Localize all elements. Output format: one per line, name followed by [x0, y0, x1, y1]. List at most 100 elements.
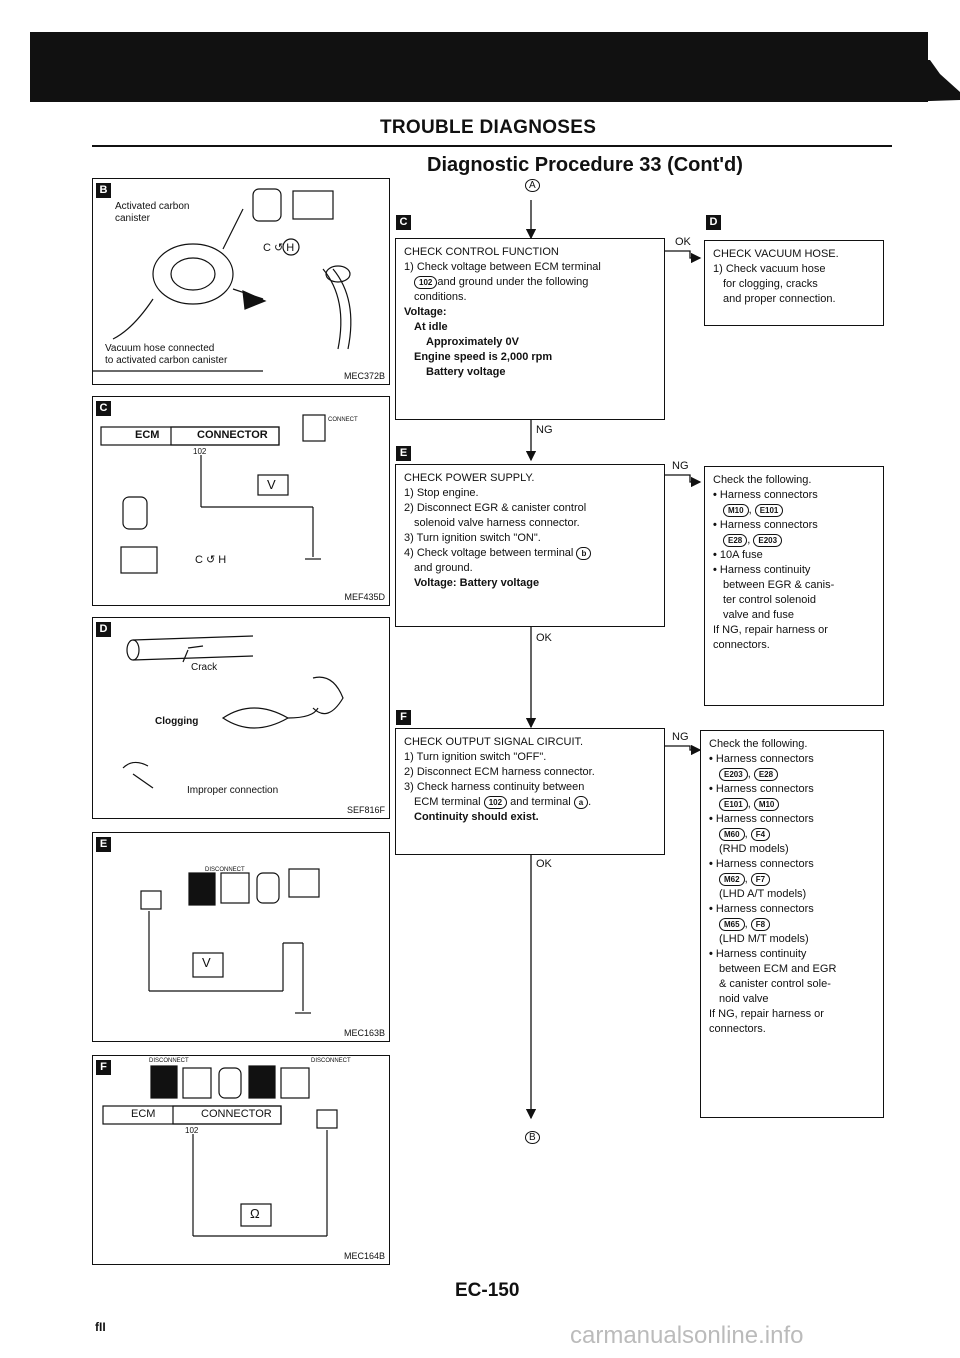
step-line: 4) Check voltage between terminal b: [404, 546, 656, 561]
continuity-illustration: [102, 1065, 338, 1237]
checklist-title: Check the following.: [709, 738, 808, 750]
ecm-label: ECM: [135, 429, 160, 441]
canister-illustration: [93, 188, 352, 372]
step-result: Voltage: Battery voltage: [414, 577, 540, 589]
figure-panel-d: D Crack Clogging Improper connection SEF…: [92, 617, 390, 819]
figure-panel-f: F DISCONNECT DISCONNECT ECM CONNECTOR 10…: [92, 1055, 390, 1265]
flow-label-ng: NG: [672, 731, 689, 743]
value: Approximately 0V: [426, 336, 519, 348]
checklist-item: Harness connectors: [709, 782, 875, 797]
step-tag-d: D: [706, 215, 721, 230]
step-line: 1) Check vacuum hose: [713, 263, 826, 275]
checklist-item: Harness connectors: [713, 518, 875, 533]
step-check-output: CHECK OUTPUT SIGNAL CIRCUIT. 1) Turn ign…: [395, 728, 665, 855]
step-line: for clogging, cracks: [723, 278, 818, 290]
end-marker: B: [525, 1128, 540, 1144]
page-subtitle: Diagnostic Procedure 33 (Cont'd): [427, 154, 743, 176]
figure-id: MEF435D: [344, 592, 385, 602]
clogging-label: Clogging: [155, 716, 199, 727]
disconnect-label-1: DISCONNECT: [149, 1058, 189, 1064]
solenoid-voltage-illustration: [140, 868, 320, 1014]
disconnect-label-2: DISCONNECT: [311, 1058, 351, 1064]
ch-label: C ↺ H: [195, 554, 227, 566]
ch-label: C ↺ H: [263, 242, 295, 254]
panel-tag: C: [96, 401, 111, 416]
flow-label-ok: OK: [675, 236, 691, 248]
voltage-label: Voltage:: [404, 306, 447, 318]
watermark: carmanualsonline.info: [570, 1322, 804, 1349]
step-line: 1) Turn ignition switch "OFF".: [404, 751, 547, 763]
figure-panel-c: C ECM CONNECTOR CONNECT 102 V C ↺ H MEF4…: [92, 396, 390, 606]
connector-pair: M10, E101: [713, 503, 875, 518]
checklist-item: Harness connectors: [709, 902, 875, 917]
step-line: 3) Check harness continuity between: [404, 781, 585, 793]
connector-label: CONNECTOR: [201, 1108, 272, 1120]
figure-id: MEC164B: [343, 1251, 385, 1261]
step-title: CHECK POWER SUPPLY.: [404, 472, 535, 484]
checklist-item: Harness connectors: [709, 752, 875, 767]
step-line: 2) Disconnect EGR & canister control: [404, 502, 587, 514]
header-bar-tail: [900, 60, 960, 102]
step-result: Continuity should exist.: [414, 811, 539, 823]
step-line: solenoid valve harness connector.: [414, 517, 580, 529]
flow-label-ok: OK: [536, 858, 552, 870]
checklist-item: Harness connectors: [709, 857, 875, 872]
figure-panel-e: E DISCONNECT V MEC163B: [92, 832, 390, 1042]
connect-label: CONNECT: [328, 417, 358, 423]
checklist-item: Harness continuity: [709, 947, 875, 962]
panel-tag: E: [96, 837, 111, 852]
flow-label-ng: NG: [536, 424, 553, 436]
checklist-item: Harness connectors: [713, 488, 875, 503]
ecm-voltage-illustration: [100, 414, 326, 574]
callout-vacuum: Vacuum hose connected to activated carbo…: [105, 343, 228, 367]
step-line: 1) Check voltage between ECM terminal: [404, 261, 601, 273]
step-line: and proper connection.: [723, 293, 836, 305]
footer-mark: fII: [95, 1320, 106, 1334]
step-title: CHECK OUTPUT SIGNAL CIRCUIT.: [404, 736, 584, 748]
disconnect-label: DISCONNECT: [205, 867, 245, 873]
panel-tag: D: [96, 622, 111, 637]
step-line: 1) Stop engine.: [404, 487, 479, 499]
power-ng-checklist: Check the following. Harness connectors …: [704, 466, 884, 706]
page-title: TROUBLE DIAGNOSES: [380, 117, 597, 138]
voltmeter: V: [202, 955, 211, 970]
condition: Engine speed is 2,000 rpm: [414, 351, 553, 363]
step-line: conditions.: [414, 291, 467, 303]
step-line: 3) Turn ignition switch "ON".: [404, 532, 541, 544]
checklist-item: 10A fuse: [713, 548, 875, 563]
step-tag-e: E: [396, 446, 411, 461]
connector-pair: E28, E203: [713, 533, 875, 548]
step-check-power: CHECK POWER SUPPLY. 1) Stop engine. 2) D…: [395, 464, 665, 627]
connector-pair: M60, F4: [709, 827, 875, 842]
figure-id: MEC163B: [343, 1028, 385, 1038]
step-check-vacuum: CHECK VACUUM HOSE. 1) Check vacuum hose …: [704, 240, 884, 326]
connector-pair: E101, M10: [709, 797, 875, 812]
step-tag-c: C: [396, 215, 411, 230]
step-title: CHECK VACUUM HOSE.: [713, 248, 839, 260]
header-black-bar: [30, 32, 928, 102]
value: Battery voltage: [426, 366, 506, 378]
checklist-footer: If NG, repair harness or: [709, 1008, 824, 1020]
checklist-item: Harness continuity: [713, 563, 875, 578]
step-line: and ground.: [414, 562, 473, 574]
improper-label: Improper connection: [187, 785, 279, 796]
panel-tag: B: [96, 183, 111, 198]
output-ng-checklist: Check the following. Harness connectors …: [700, 730, 884, 1118]
checklist-footer: If NG, repair harness or: [713, 624, 828, 636]
connector-label: CONNECTOR: [197, 429, 268, 441]
step-line: 2) Disconnect ECM harness connector.: [404, 766, 595, 778]
connector-pair: M65, F8: [709, 917, 875, 932]
connector-pair: M62, F7: [709, 872, 875, 887]
step-tag-f: F: [396, 710, 411, 725]
flow-label-ok: OK: [536, 632, 552, 644]
flow-label-ng: NG: [672, 460, 689, 472]
crack-label: Crack: [191, 662, 218, 673]
connector-pair: E203, E28: [709, 767, 875, 782]
title-rule: [92, 145, 892, 147]
pin-label: 102: [185, 1126, 199, 1135]
figure-panel-b: B Activated carbon canister C ↺ H Vacuum…: [92, 178, 390, 385]
callout-activated: Activated carbon canister: [115, 201, 190, 224]
step-check-control: CHECK CONTROL FUNCTION 1) Check voltage …: [395, 238, 665, 420]
